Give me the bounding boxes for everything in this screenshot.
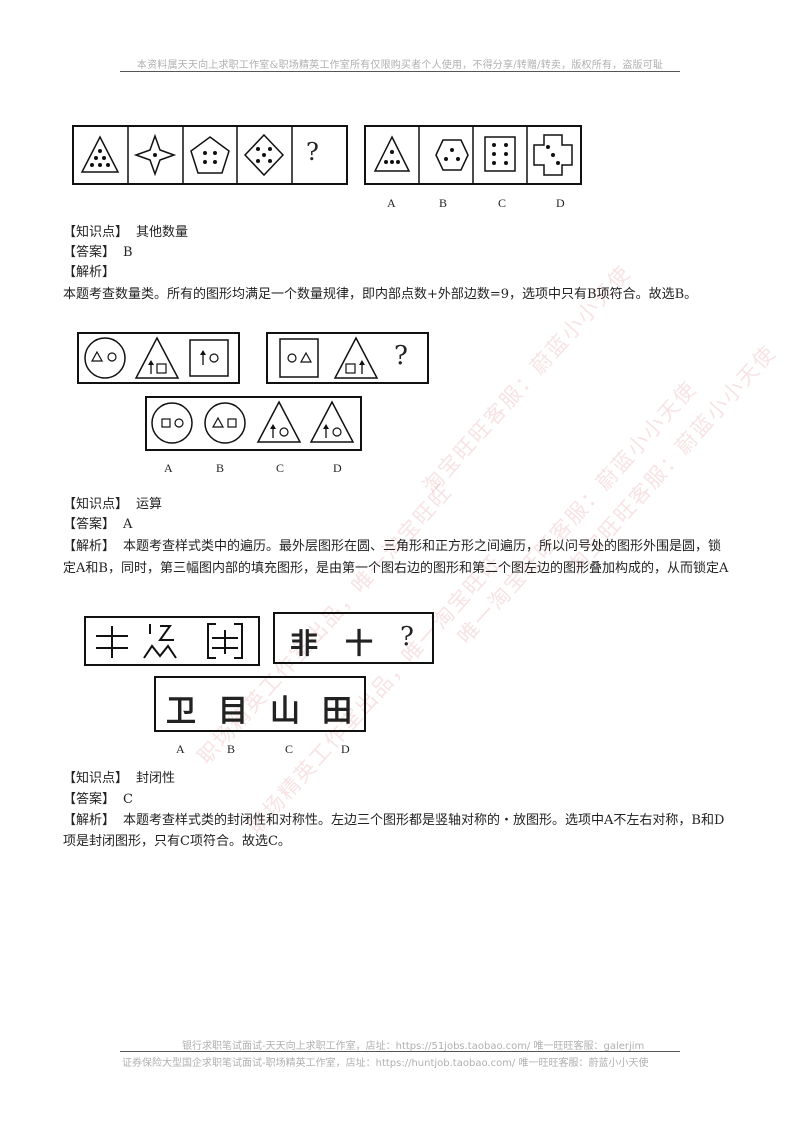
q1-option-label-d: D xyxy=(556,196,565,210)
footer-line-2: 证券保险大型国企求职笔试面试-职场精英工作室，店址：https://huntjo… xyxy=(122,1058,649,1069)
q2-knowledge-row: 【知识点】运算 xyxy=(63,496,162,514)
q2-question-right-figure xyxy=(266,332,429,384)
q3-option-glyph-b: 目 xyxy=(218,694,248,729)
knowledge-label: 【知识点】 xyxy=(63,771,129,786)
q1-option-label-a: A xyxy=(387,196,396,210)
q1-answer-row: 【答案】 B xyxy=(63,244,133,262)
q2-answer-row: 【答案】 A xyxy=(63,516,132,534)
answer-label: 【答案】 xyxy=(63,245,116,260)
q3-options-figure xyxy=(154,676,366,732)
bracket-glyph-shape xyxy=(207,623,243,659)
knowledge-label: 【知识点】 xyxy=(63,225,129,240)
q3-question-glyph-2: 十 xyxy=(345,627,374,660)
header-notice: 本资料属天天向上求职工作室&职场精英工作室所有仅限购买者个人使用，不得分享/转赠… xyxy=(136,60,664,71)
q1-question-figure xyxy=(72,125,348,185)
knowledge-value: 封闭性 xyxy=(136,771,176,786)
q3-option-label-c: C xyxy=(285,742,294,756)
analysis-label: 【解析】 xyxy=(63,813,116,828)
circle-triangle-circle-shape xyxy=(84,337,126,379)
q1-option-label-b: B xyxy=(439,196,448,210)
option-c-shape xyxy=(484,136,516,172)
option-d-shape xyxy=(309,400,355,443)
q3-knowledge-row: 【知识点】封闭性 xyxy=(63,770,175,788)
option-b-shape xyxy=(435,139,469,171)
q3-analysis-row: 【解析】本题考查样式类的封闭性和对称性。左边三个图形都是竖轴对称的・放图形。选项… xyxy=(63,812,724,830)
q2-option-label-b: B xyxy=(216,461,225,475)
plus-glyph-shape xyxy=(96,626,128,658)
q1-knowledge-row: 【知识点】其他数量 xyxy=(63,224,188,242)
q2-option-label-c: C xyxy=(276,461,285,475)
q2-options-figure xyxy=(145,396,362,451)
q3-question-glyph-1: 非 xyxy=(290,627,319,660)
q2-question-mark: ? xyxy=(394,341,408,371)
square-arrow-circle-shape xyxy=(189,339,229,377)
square-circle-triangle-shape xyxy=(279,338,319,378)
q3-answer-row: 【答案】 C xyxy=(63,791,133,809)
answer-value: C xyxy=(123,792,133,807)
q3-option-glyph-c: 山 xyxy=(270,694,300,729)
star-dot-shape xyxy=(133,133,177,177)
pentagon-dots-shape xyxy=(190,136,230,174)
analysis-text: 本题考查样式类中的遍历。最外层图形在圆、三角形和正方形之间遍历，所以问号处的图形… xyxy=(123,539,722,554)
footer-line-1: 银行求职笔试面试-天天向上求职工作室，店址：https://51jobs.tao… xyxy=(182,1041,645,1052)
option-a-shape xyxy=(373,135,411,172)
option-d-shape xyxy=(533,134,573,176)
zigzag-glyph-shape xyxy=(143,624,177,659)
triangle-square-arrow-shape xyxy=(333,336,379,379)
analysis-text: 本题考查样式类的封闭性和对称性。左边三个图形都是竖轴对称的・放图形。选项中A不左… xyxy=(123,813,725,828)
diamond-dots-shape xyxy=(243,133,285,177)
option-a-shape xyxy=(151,402,193,444)
triangle-dots-shape xyxy=(80,135,120,173)
q3-option-label-d: D xyxy=(341,742,350,756)
q2-option-label-d: D xyxy=(333,461,342,475)
header-divider xyxy=(120,71,680,72)
knowledge-value: 运算 xyxy=(136,497,163,512)
triangle-arrow-square-shape xyxy=(134,336,180,379)
answer-label: 【答案】 xyxy=(63,792,116,807)
q3-question-mark: ? xyxy=(400,622,414,652)
q1-analysis-label: 【解析】 xyxy=(63,265,116,280)
q2-question-left-figure xyxy=(77,332,240,384)
q2-analysis-row: 【解析】本题考查样式类中的遍历。最外层图形在圆、三角形和正方形之间遍历，所以问号… xyxy=(63,538,721,556)
answer-value: A xyxy=(123,517,133,532)
q3-option-glyph-d: 田 xyxy=(322,694,352,729)
knowledge-label: 【知识点】 xyxy=(63,497,129,512)
q3-option-label-b: B xyxy=(227,742,236,756)
q1-question-mark: ? xyxy=(306,138,319,166)
option-b-shape xyxy=(204,402,246,444)
answer-label: 【答案】 xyxy=(63,517,116,532)
q2-option-label-a: A xyxy=(164,461,173,475)
analysis-label: 【解析】 xyxy=(63,539,116,554)
option-c-shape xyxy=(256,400,302,443)
q1-analysis-text: 本题考查数量类。所有的图形均满足一个数量规律，即内部点数+外部边数=9，选项中只… xyxy=(63,287,698,302)
q1-option-label-c: C xyxy=(498,196,507,210)
q2-analysis-text-cont: 定A和B，同时，第三幅图内部的填充图形，是由第一个图右边的图形和第二个图左边的图… xyxy=(63,561,729,576)
q3-option-label-a: A xyxy=(176,742,185,756)
answer-value: B xyxy=(123,245,133,260)
q3-question-right-figure xyxy=(273,612,434,664)
q3-question-left-figure xyxy=(84,616,260,666)
knowledge-value: 其他数量 xyxy=(136,225,189,240)
footer-divider xyxy=(120,1051,680,1052)
q1-options-figure xyxy=(364,125,582,185)
q3-analysis-text-cont: 项是封闭图形，只有C项符合。故选C。 xyxy=(63,834,291,849)
q3-option-glyph-a: 卫 xyxy=(166,694,196,729)
